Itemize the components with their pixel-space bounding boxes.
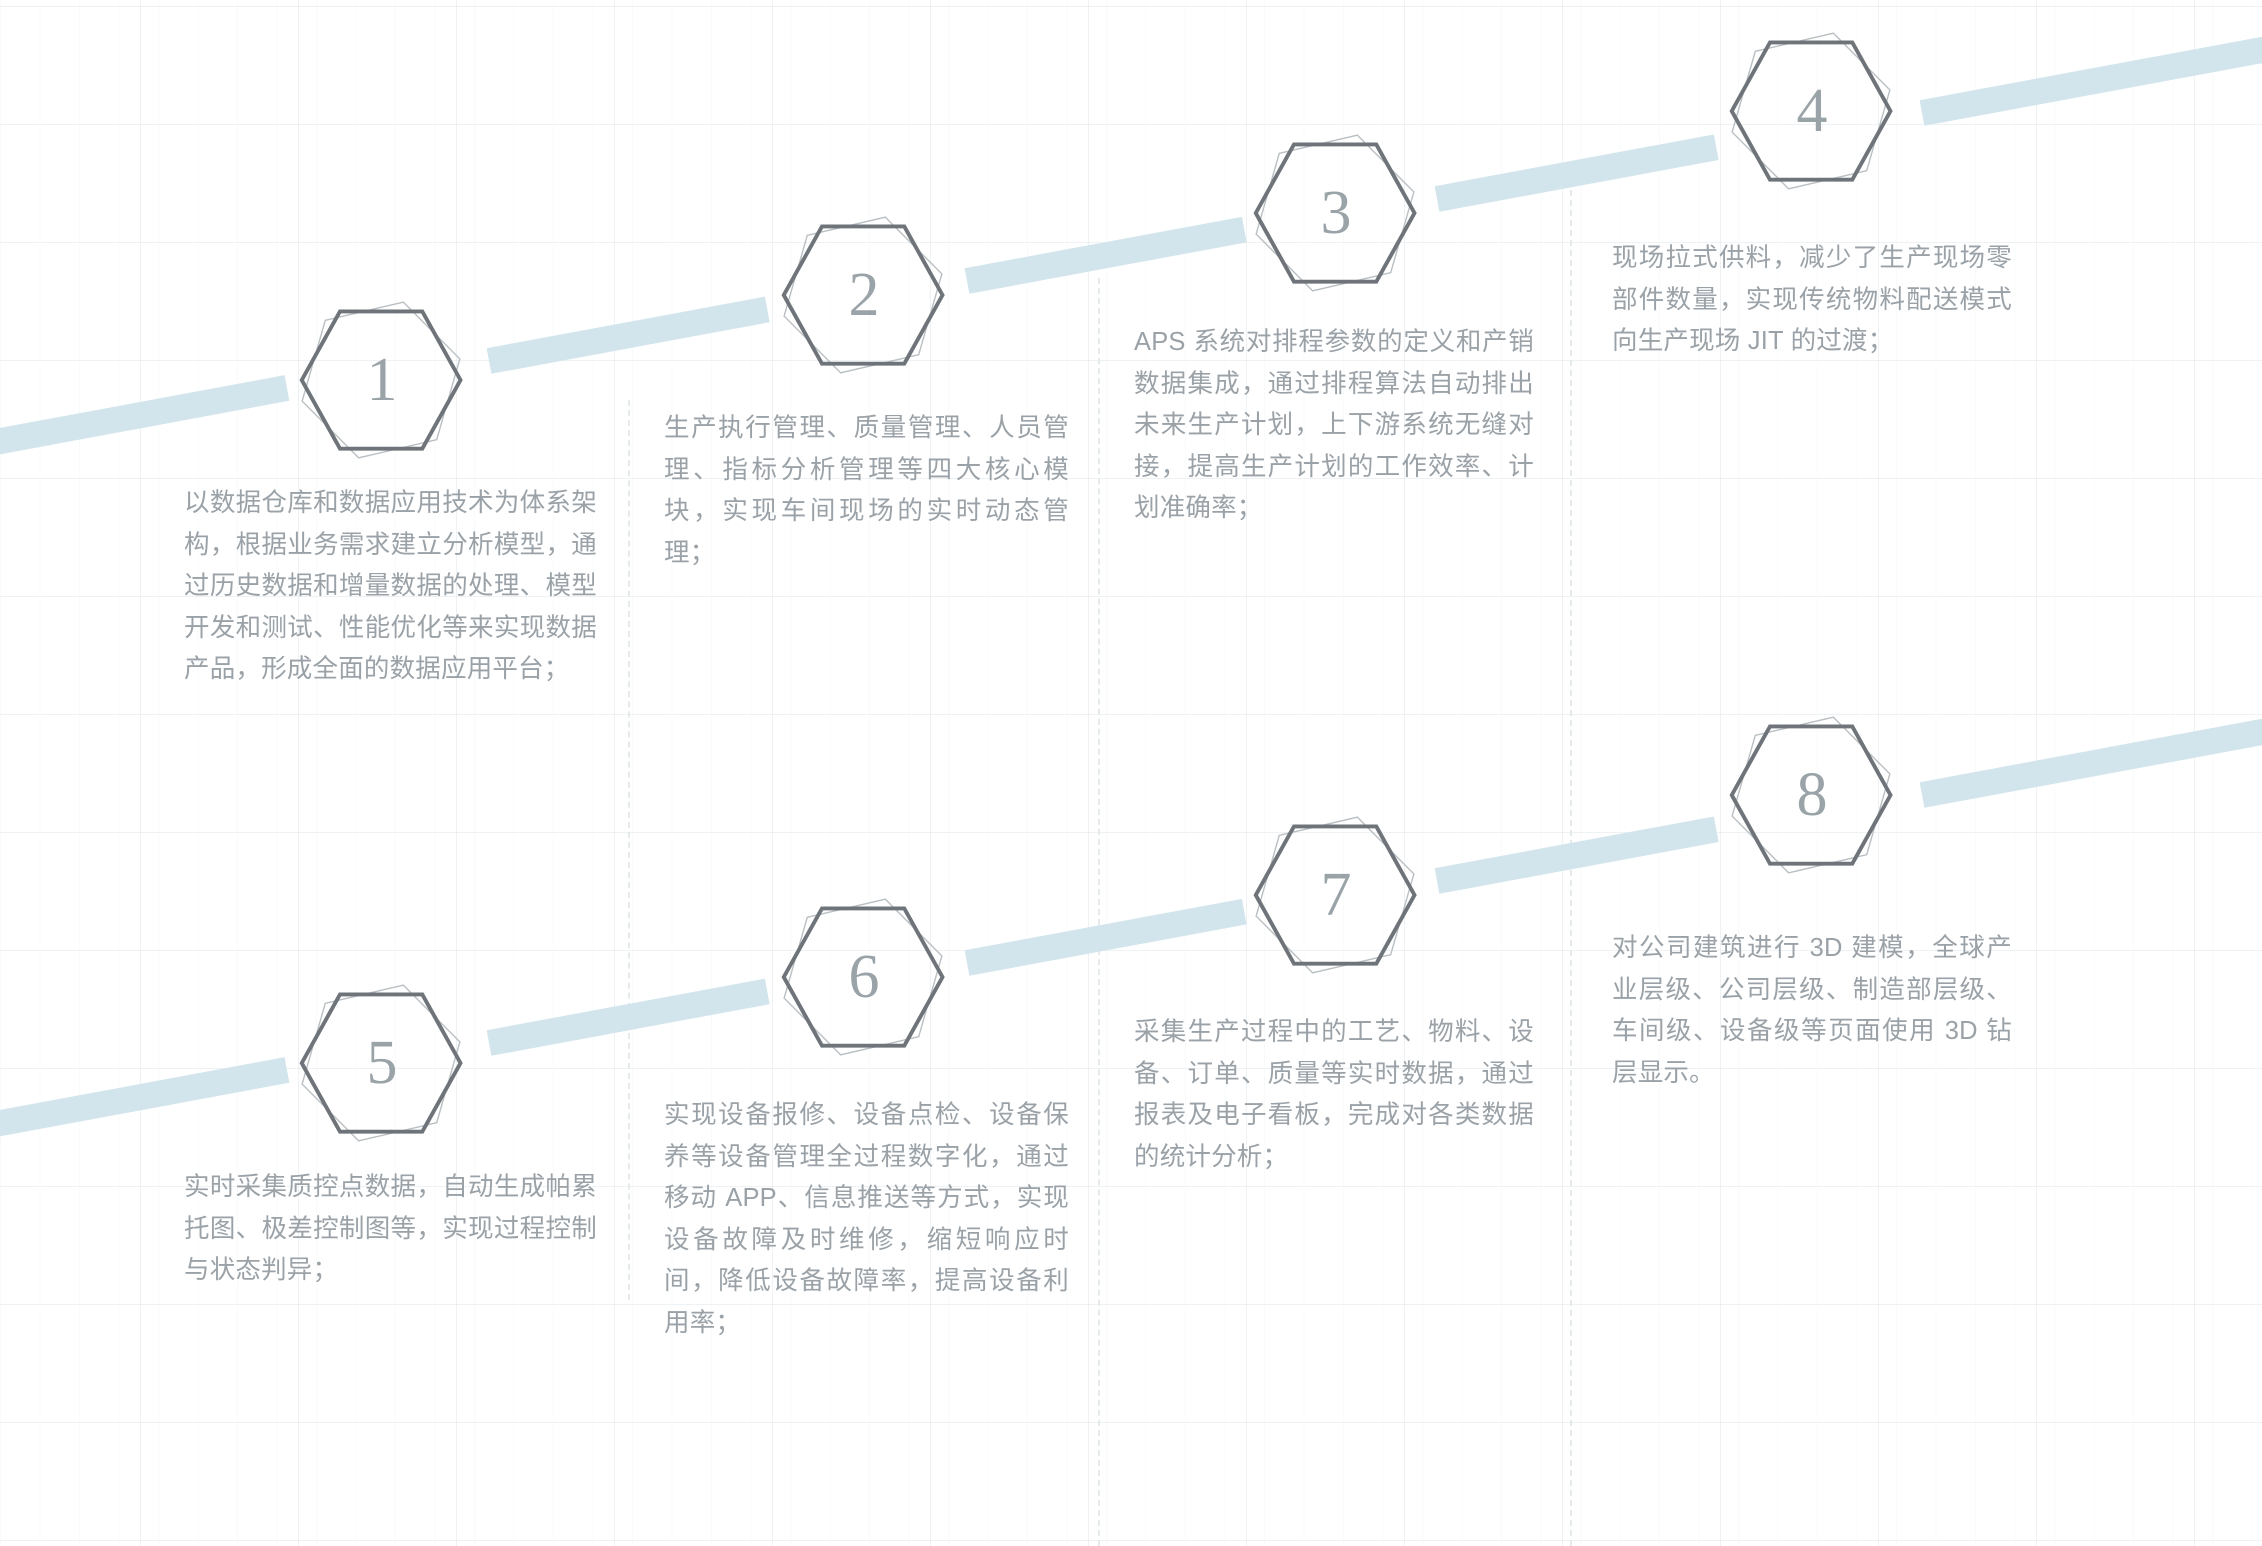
connector-bar-1 bbox=[0, 375, 290, 456]
connector-bar-2 bbox=[486, 296, 770, 374]
column-divider-2 bbox=[1098, 278, 1100, 1546]
step-number-4: 4 bbox=[1796, 77, 1828, 145]
connector-bar-6 bbox=[0, 1057, 290, 1138]
hexagon-shape bbox=[299, 984, 463, 1142]
step-text-8: 对公司建筑进行 3D 建模，全球产业层级、公司层级、制造部层级、车间级、设备级等… bbox=[1612, 934, 2012, 1087]
step-number-6: 6 bbox=[848, 943, 880, 1011]
hexagon-shape bbox=[299, 301, 463, 459]
hexagon-shape bbox=[1729, 716, 1893, 874]
step-number-1: 1 bbox=[366, 346, 398, 414]
connector-bar-4 bbox=[1434, 134, 1719, 212]
step-text-7: 采集生产过程中的工艺、物料、设备、订单、质量等实时数据，通过报表及电子看板，完成… bbox=[1134, 1018, 1534, 1171]
step-badge-5[interactable]: 5 bbox=[296, 968, 466, 1158]
step-text-2: 生产执行管理、质量管理、人员管理、指标分析管理等四大核心模块，实现车间现场的实时… bbox=[664, 414, 1069, 567]
connector-bar-10 bbox=[1919, 714, 2262, 808]
step-badge-7[interactable]: 7 bbox=[1250, 800, 1420, 990]
step-number-3: 3 bbox=[1320, 179, 1352, 247]
step-number-8: 8 bbox=[1796, 761, 1828, 829]
hexagon-shape bbox=[1253, 816, 1417, 974]
connector-bar-9 bbox=[1434, 816, 1719, 894]
step-badge-6[interactable]: 6 bbox=[778, 882, 948, 1072]
column-divider-3 bbox=[1570, 170, 1572, 1546]
step-number-5: 5 bbox=[366, 1029, 398, 1097]
step-text-5: 实时采集质控点数据，自动生成帕累托图、极差控制图等，实现过程控制与状态判异； bbox=[184, 1173, 597, 1285]
step-badge-4[interactable]: 4 bbox=[1726, 16, 1896, 206]
step-text-6: 实现设备报修、设备点检、设备保养等设备管理全过程数字化，通过移动 APP、信息推… bbox=[664, 1101, 1069, 1337]
hexagon-shape bbox=[781, 898, 945, 1056]
step-text-4: 现场拉式供料，减少了生产现场零部件数量，实现传统物料配送模式向生产现场 JIT … bbox=[1612, 244, 2012, 356]
hexagon-shape bbox=[1253, 134, 1417, 292]
step-number-2: 2 bbox=[848, 261, 880, 329]
step-badge-8[interactable]: 8 bbox=[1726, 700, 1896, 890]
column-divider-1 bbox=[628, 400, 630, 1300]
connector-bar-5 bbox=[1919, 32, 2262, 126]
connector-bar-7 bbox=[486, 978, 770, 1056]
step-text-1: 以数据仓库和数据应用技术为体系架构，根据业务需求建立分析模型，通过历史数据和增量… bbox=[184, 489, 597, 684]
step-text-3: APS 系统对排程参数的定义和产销数据集成，通过排程算法自动排出未来生产计划，上… bbox=[1134, 328, 1534, 523]
hexagon-shape bbox=[781, 216, 945, 374]
step-badge-1[interactable]: 1 bbox=[296, 285, 466, 475]
step-badge-3[interactable]: 3 bbox=[1250, 118, 1420, 308]
hexagon-shape bbox=[1729, 32, 1893, 190]
connector-bar-3 bbox=[964, 216, 1247, 294]
connector-bar-8 bbox=[964, 898, 1247, 976]
step-badge-2[interactable]: 2 bbox=[778, 200, 948, 390]
step-number-7: 7 bbox=[1320, 861, 1352, 929]
